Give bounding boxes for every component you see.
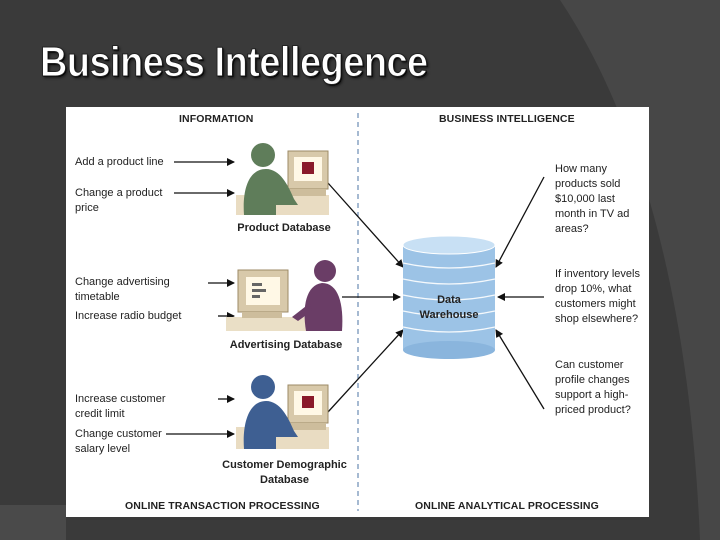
input-change-product-price: Change a product price [75,187,163,214]
business-intelligence-header: BUSINESS INTELLIGENCE [439,113,575,125]
warehouse-arrows [327,176,545,413]
diagram-canvas [166,113,545,511]
olap-footer: ONLINE ANALYTICAL PROCESSING [415,500,599,512]
input-increase-customer-credit-limit: Increase customer credit limit [75,393,166,420]
oltp-footer: ONLINE TRANSACTION PROCESSING [125,500,320,512]
input-increase-radio-budget: Increase radio budget [75,310,182,322]
slide-title: Business Intellegence [40,38,429,86]
data-warehouse-line1: Data [437,294,461,306]
question-inventory-levels: If inventory levels drop 10%, what custo… [555,268,640,325]
question-customer-profile: Can customer profile changes support a h… [555,359,631,416]
customer-demographic-database-label: Customer Demographic Database [222,459,347,486]
input-change-advertising-timetable: Change advertising timetable [75,276,170,303]
input-add-product-line: Add a product line [75,156,164,168]
input-arrows [166,158,235,438]
data-warehouse-label: Data Warehouse [409,293,489,323]
advertising-database-label: Advertising Database [229,339,343,351]
data-warehouse-cylinder [402,235,496,359]
product-database-label: Product Database [237,222,331,234]
input-change-customer-salary-level: Change customer salary level [75,428,162,455]
advertising-person-icon [226,260,343,331]
data-warehouse-line2: Warehouse [419,309,479,321]
information-header: INFORMATION [179,113,254,125]
product-person-icon [236,143,329,215]
customer-person-icon [236,375,329,449]
question-products-sold: How many products sold $10,000 last mont… [555,163,630,235]
diagram-figure: INFORMATION BUSINESS INTELLIGENCE Add a … [66,107,649,517]
